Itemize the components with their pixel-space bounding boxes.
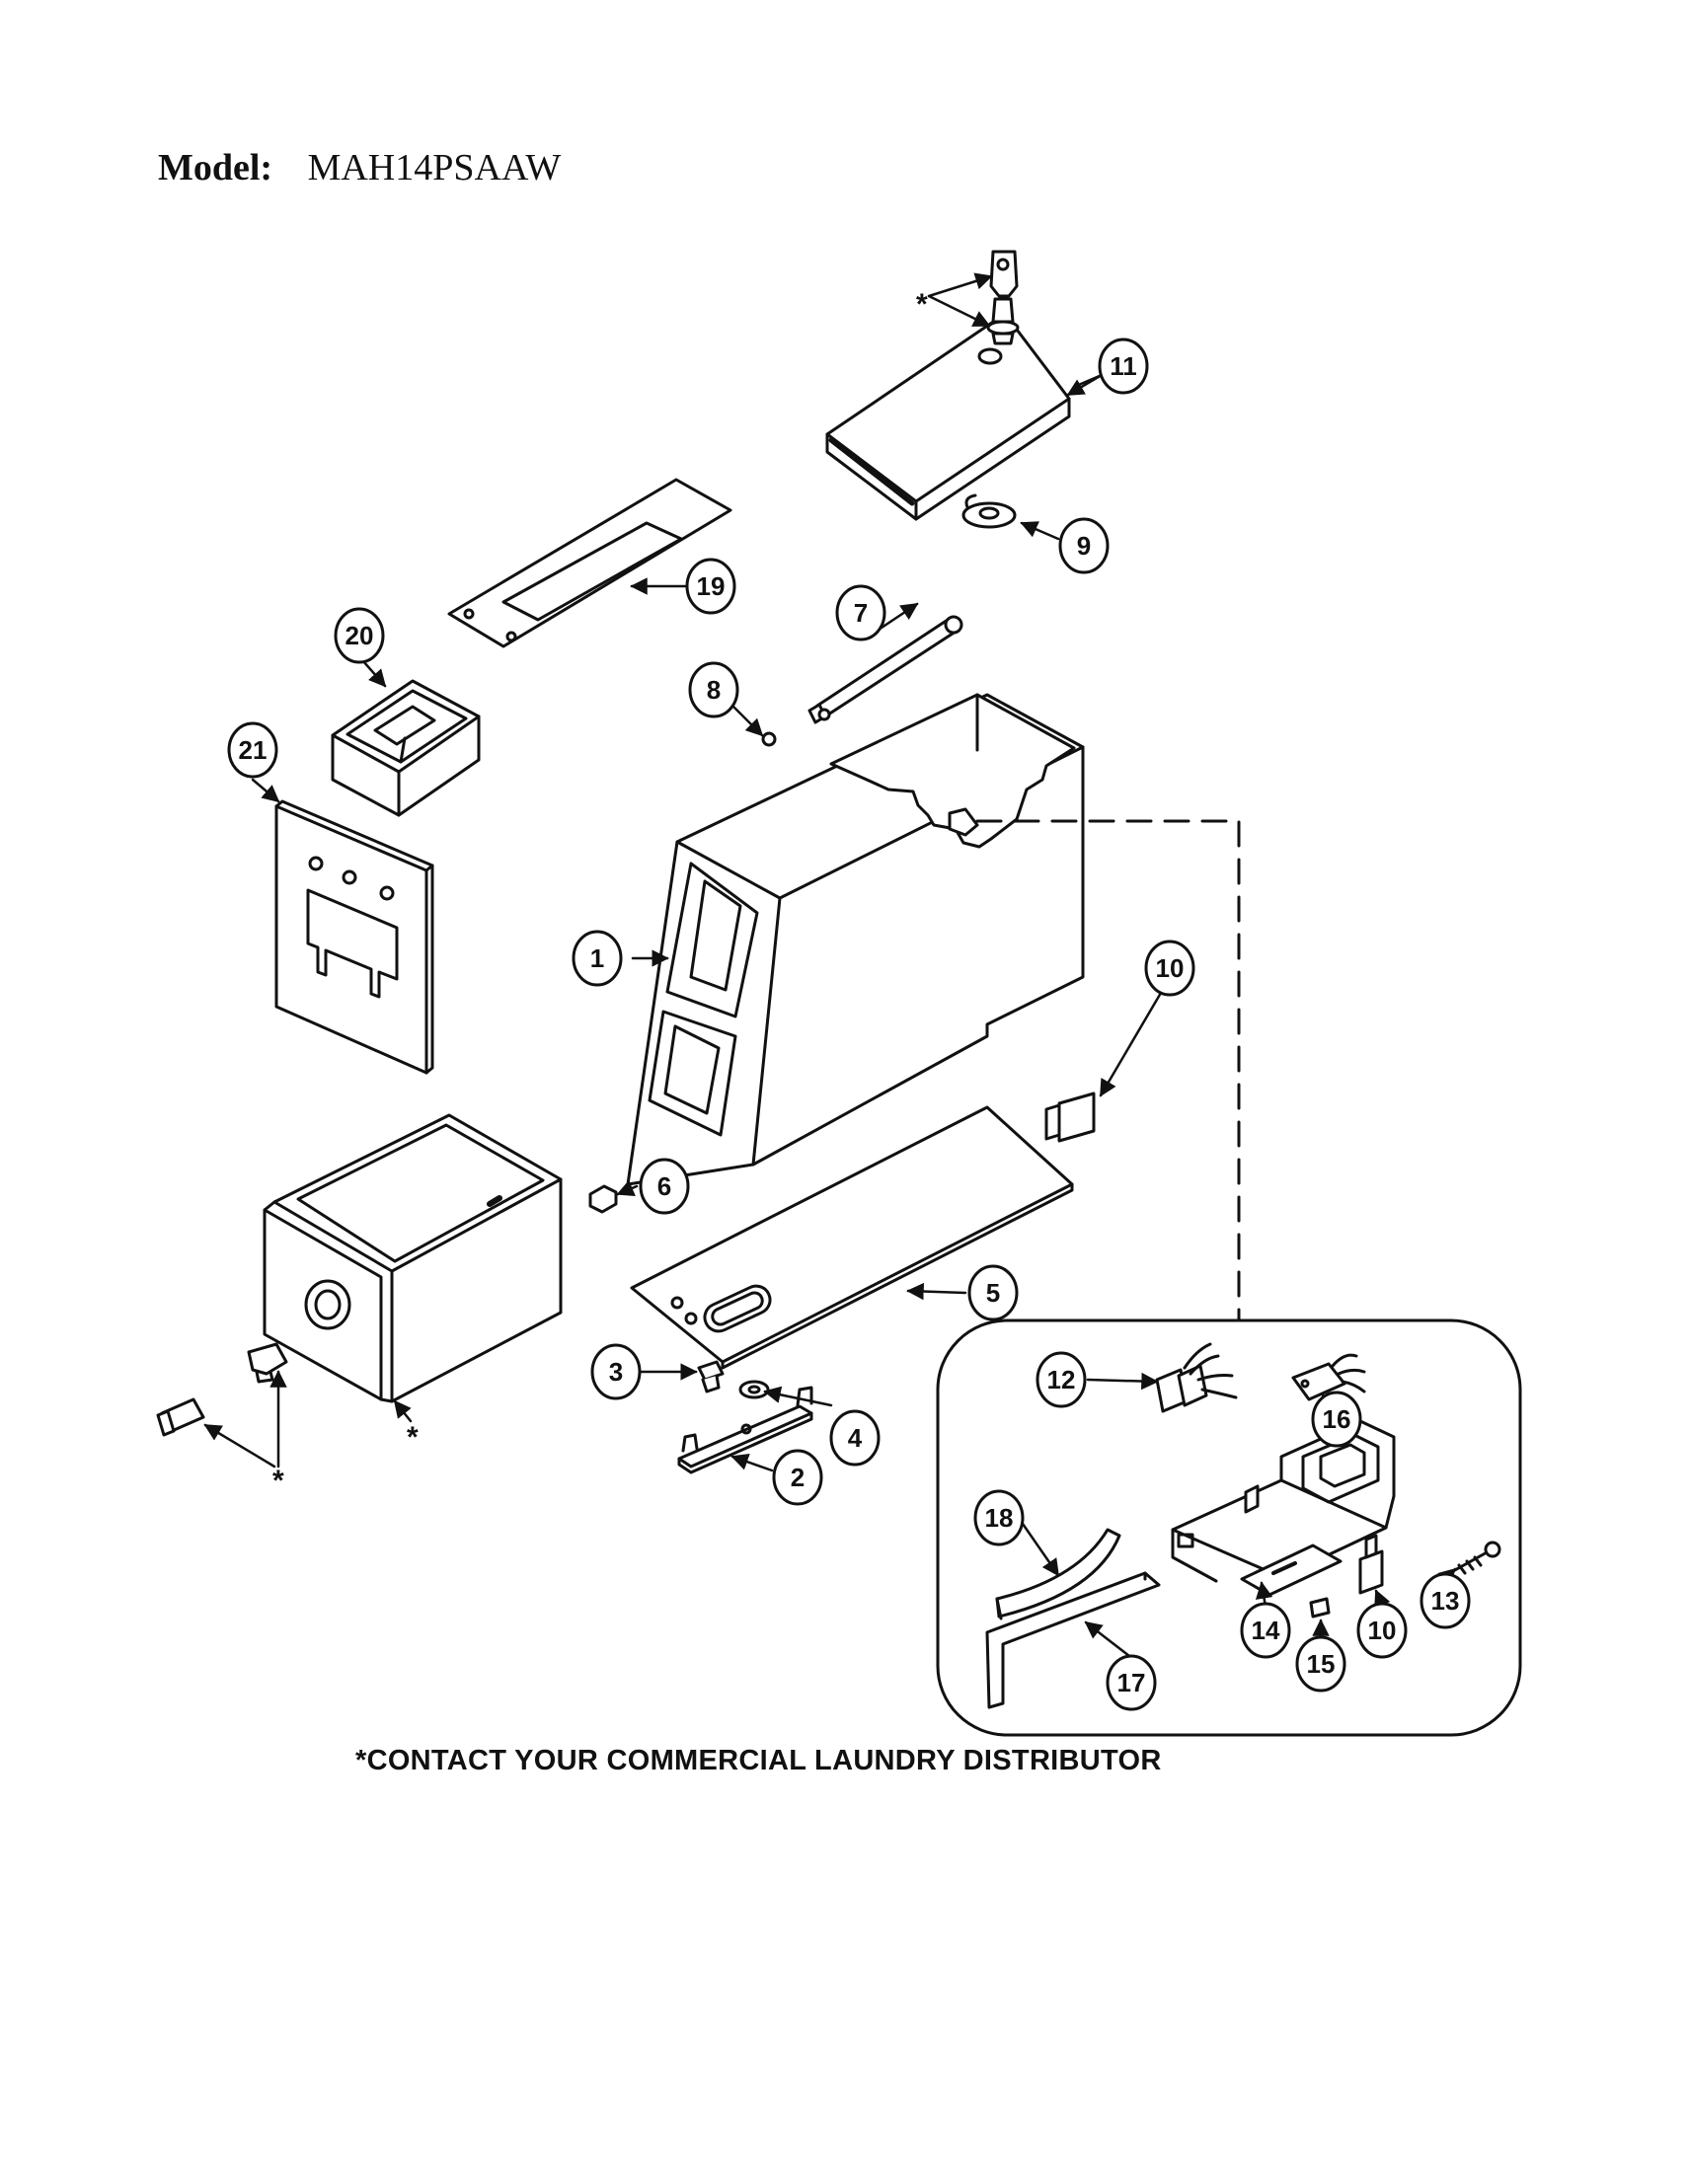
part-7-rod	[807, 615, 963, 724]
part-2-bracket	[677, 1386, 813, 1474]
part-8-nut	[761, 731, 777, 747]
asterisk-drawer: *	[407, 1421, 419, 1454]
callout-7: 7	[854, 598, 868, 628]
lock-and-key	[156, 1342, 288, 1437]
model-label: Model:	[158, 147, 273, 188]
dashed-leader-line	[975, 819, 1241, 1322]
part-12-connectors	[1155, 1342, 1238, 1413]
part-1-cabinet	[626, 693, 1085, 1186]
callout-4: 4	[848, 1423, 863, 1453]
callout-17: 17	[1117, 1668, 1146, 1697]
part-18-strip	[995, 1528, 1121, 1620]
part-15-screw	[1309, 1597, 1331, 1619]
fitting-assembly	[986, 250, 1020, 345]
part-10-switch-upper	[1044, 1092, 1096, 1143]
coin-drawer	[263, 1113, 563, 1403]
part-16-connector	[1291, 1353, 1366, 1401]
callout-5: 5	[986, 1278, 1000, 1308]
part-4-washer	[738, 1380, 770, 1399]
part-19-plate	[447, 478, 732, 648]
callout-18: 18	[985, 1503, 1014, 1533]
callout-circles	[227, 338, 1471, 1711]
callout-10-upper: 10	[1156, 953, 1185, 983]
part-5-base-plate	[630, 1105, 1074, 1370]
part-3-bolt	[697, 1360, 725, 1393]
asterisk-top: *	[916, 288, 928, 321]
callout-13: 13	[1431, 1586, 1460, 1616]
detail-inset-frame	[936, 1318, 1522, 1737]
callout-12: 12	[1047, 1365, 1076, 1394]
callout-8: 8	[707, 675, 721, 705]
callout-11: 11	[1110, 351, 1137, 381]
callout-1: 1	[590, 943, 604, 973]
callout-3: 3	[609, 1357, 623, 1387]
model-heading: Model: MAH14PSAAW	[158, 146, 561, 189]
part-6-nut	[588, 1184, 618, 1214]
part-13-screw	[1451, 1541, 1501, 1575]
callout-numbers: 11 9 19 7 8 20 21 1 10 6 5 3 4 2 12 16 1…	[239, 288, 1460, 1697]
part-9-clip	[961, 493, 1017, 529]
part-20-funnel-box	[331, 679, 481, 817]
callout-19: 19	[697, 571, 726, 601]
callout-9: 9	[1077, 531, 1091, 561]
callout-14: 14	[1252, 1616, 1280, 1645]
model-number: MAH14PSAAW	[307, 147, 562, 188]
part-21-front-panel	[274, 799, 434, 1075]
callout-21: 21	[239, 735, 268, 765]
part-10-switch-inset	[1358, 1534, 1384, 1595]
callout-10-inset: 10	[1368, 1616, 1397, 1645]
callout-20: 20	[345, 621, 374, 650]
callout-6: 6	[657, 1171, 671, 1201]
callout-16: 16	[1323, 1404, 1351, 1434]
part-11-top-cover	[825, 312, 1071, 521]
callout-2: 2	[791, 1463, 805, 1492]
asterisk-lock: *	[272, 1465, 284, 1497]
callout-15: 15	[1307, 1649, 1336, 1679]
part-17-bar	[985, 1571, 1161, 1709]
distributor-note: *CONTACT YOUR COMMERCIAL LAUNDRY DISTRIB…	[355, 1745, 1162, 1776]
